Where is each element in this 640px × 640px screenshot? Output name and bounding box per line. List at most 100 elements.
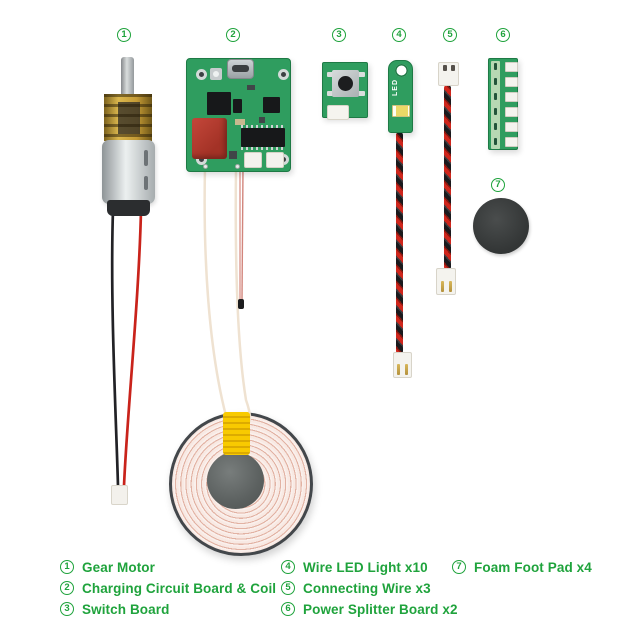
- connecting-twisted-wire: [444, 85, 451, 270]
- solder-pad: [203, 164, 208, 169]
- legend-num-5: 5: [281, 581, 295, 595]
- legend-label-2: Charging Circuit Board & Coil: [82, 580, 277, 596]
- mount-hole: [196, 69, 207, 80]
- splitter-connector: [505, 77, 518, 87]
- led-chip: [392, 105, 410, 117]
- led-board: LED: [388, 60, 413, 133]
- legend-label-4: Wire LED Light x10: [303, 559, 428, 575]
- motor-body-slot: [144, 150, 148, 166]
- thermistor-wire-2: [241, 167, 244, 301]
- connector-slot: [443, 65, 447, 71]
- legend-num-2: 2: [60, 581, 74, 595]
- legend-item: 6 Power Splitter Board x2: [281, 601, 458, 617]
- led-twisted-wire: [396, 132, 403, 354]
- led-wire-connector: [393, 352, 412, 378]
- legend-label-5: Connecting Wire x3: [303, 580, 431, 596]
- callout-2: 2: [226, 28, 240, 42]
- foam-foot-pad: [473, 198, 529, 254]
- switch-pad: [327, 72, 334, 77]
- red-inductor: [192, 118, 227, 159]
- motor-shaft: [121, 57, 134, 97]
- smd-component: [247, 85, 255, 90]
- motor-red-wire: [122, 209, 143, 487]
- callout-4: 4: [392, 28, 406, 42]
- small-ic: [233, 99, 242, 113]
- main-ic-chip: [207, 92, 231, 115]
- connector-pin: [441, 281, 444, 292]
- smd-component: [259, 117, 265, 123]
- jst-connector: [266, 152, 284, 168]
- wire-connector-bottom: [436, 268, 456, 295]
- splitter-marking: [494, 123, 497, 130]
- legend-item: 2 Charging Circuit Board & Coil: [60, 580, 277, 596]
- usb-c-slot: [232, 65, 249, 72]
- coil-wire-right: [234, 167, 252, 430]
- legend-label-6: Power Splitter Board x2: [303, 601, 458, 617]
- callout-1: 1: [117, 28, 131, 42]
- legend-num-7: 7: [452, 560, 466, 574]
- splitter-marking: [494, 108, 497, 115]
- splitter-marking: [494, 93, 497, 100]
- switch-pad: [358, 72, 365, 77]
- legend-label-3: Switch Board: [82, 601, 170, 617]
- charging-circuit-board: [186, 58, 291, 172]
- parts-legend-column-1: 1 Gear Motor 2 Charging Circuit Board & …: [60, 560, 276, 623]
- callout-7: 7: [491, 178, 505, 192]
- motor-black-wire: [110, 209, 120, 487]
- soic-chip: [241, 128, 285, 147]
- jst-connector: [244, 152, 262, 168]
- legend-num-3: 3: [60, 602, 74, 616]
- splitter-silkscreen-band: [491, 61, 500, 149]
- coil-ferrite-disc: [207, 452, 264, 509]
- splitter-marking: [494, 138, 497, 145]
- motor-end-cap: [107, 200, 150, 216]
- coil-yellow-tape: [223, 412, 250, 455]
- soic-pins-bottom: [241, 147, 285, 150]
- tactile-switch-button: [338, 76, 353, 91]
- splitter-connector: [505, 137, 518, 147]
- legend-item: 3 Switch Board: [60, 601, 276, 617]
- legend-label-7: Foam Foot Pad x4: [474, 559, 592, 575]
- solder-pad: [235, 164, 240, 169]
- splitter-connector: [505, 62, 518, 72]
- connector-pin: [405, 364, 408, 375]
- power-splitter-board: [488, 58, 518, 150]
- led-board-hole: [395, 64, 408, 77]
- legend-num-1: 1: [60, 560, 74, 574]
- legend-item: 7 Foam Foot Pad x4: [452, 559, 592, 575]
- board-button-dot: [213, 71, 219, 77]
- legend-item: 5 Connecting Wire x3: [281, 580, 458, 596]
- smd-component: [235, 119, 245, 125]
- splitter-connector: [505, 92, 518, 102]
- led-board-label: LED: [392, 79, 399, 96]
- motor-body-slot-2: [144, 176, 148, 190]
- splitter-marking: [494, 63, 497, 70]
- connector-slot: [451, 65, 455, 71]
- splitter-connector: [505, 107, 518, 117]
- mount-hole: [278, 69, 289, 80]
- switch-pad: [358, 91, 365, 96]
- switch-board: [322, 62, 368, 120]
- legend-item: 1 Gear Motor: [60, 559, 276, 575]
- wire-connector-top: [438, 62, 459, 86]
- parts-legend-column-2: 4 Wire LED Light x10 5 Connecting Wire x…: [281, 560, 458, 623]
- legend-num-6: 6: [281, 602, 295, 616]
- connector-pin: [397, 364, 400, 375]
- connector-pin: [449, 281, 452, 292]
- switch-pad: [327, 91, 334, 96]
- splitter-marking: [494, 78, 497, 85]
- motor-gearbox-plates: [104, 94, 152, 141]
- soic-pins-top: [241, 125, 285, 128]
- legend-label-1: Gear Motor: [82, 559, 156, 575]
- smd-component: [229, 151, 237, 159]
- callout-3: 3: [332, 28, 346, 42]
- parts-legend-column-3: 7 Foam Foot Pad x4: [452, 560, 592, 581]
- splitter-connector: [505, 122, 518, 132]
- legend-item: 4 Wire LED Light x10: [281, 559, 458, 575]
- ic-chip: [263, 97, 280, 113]
- switch-connector: [327, 105, 349, 120]
- callout-6: 6: [496, 28, 510, 42]
- callout-5: 5: [443, 28, 457, 42]
- thermistor-tip: [238, 299, 244, 309]
